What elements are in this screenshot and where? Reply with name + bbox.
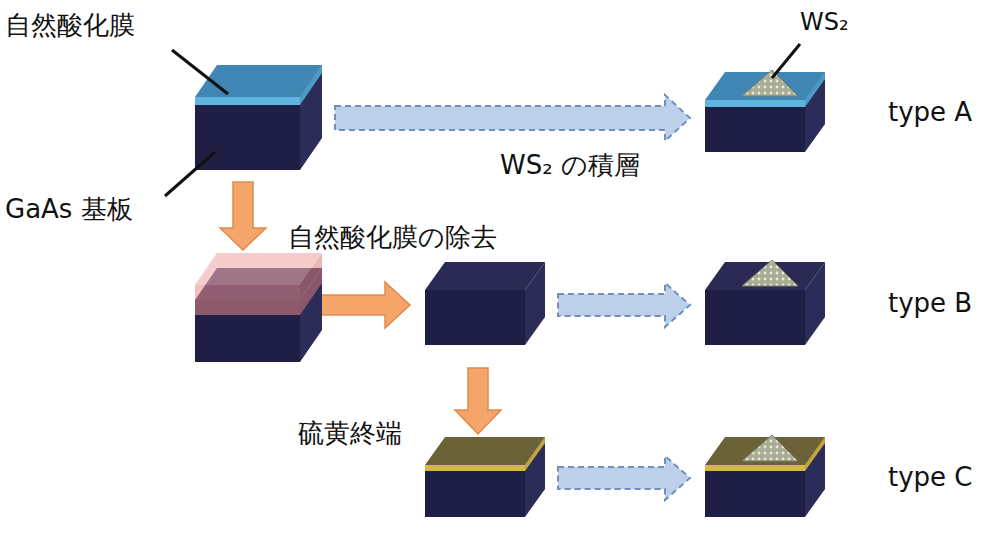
step-label: 硫黄終端 bbox=[298, 418, 402, 449]
substrate-front bbox=[705, 465, 805, 517]
leader-line bbox=[172, 50, 228, 94]
process-arrow bbox=[320, 282, 410, 328]
type-b-sample bbox=[705, 260, 825, 345]
substrate-front bbox=[195, 97, 300, 170]
substrate-front bbox=[425, 465, 525, 517]
sulfur-front bbox=[425, 465, 525, 471]
step-label: WS₂ の積層 bbox=[500, 150, 640, 181]
stacking-arrow bbox=[335, 95, 690, 141]
ws2-flake bbox=[742, 260, 798, 286]
oxide-side bbox=[300, 65, 322, 105]
sulfur-side bbox=[525, 437, 545, 471]
step-label: 自然酸化膜の除去 bbox=[288, 222, 497, 253]
etch-layer-top bbox=[195, 253, 322, 285]
layer-label: WS₂ bbox=[800, 8, 849, 37]
leader-line bbox=[772, 44, 800, 78]
stacking-arrow bbox=[558, 456, 690, 500]
substrate-front bbox=[705, 100, 805, 152]
ws2-flake bbox=[742, 70, 798, 96]
substrate-front bbox=[705, 290, 805, 345]
etch-layer-front bbox=[195, 285, 300, 315]
stacking-arrow bbox=[558, 283, 690, 327]
sulfur-front bbox=[705, 465, 805, 471]
substrate-top bbox=[425, 262, 545, 290]
leader-line bbox=[165, 44, 800, 196]
oxide-front bbox=[705, 100, 805, 107]
process-arrow bbox=[455, 368, 501, 434]
layer-label: 自然酸化膜 bbox=[5, 10, 135, 41]
oxide-front bbox=[195, 97, 300, 105]
oxide-top bbox=[195, 65, 322, 97]
bare-substrate bbox=[425, 262, 545, 345]
oxide-removal-sample bbox=[195, 253, 322, 362]
sulfur-side bbox=[805, 437, 825, 471]
ws2-flake bbox=[742, 435, 798, 461]
sample-type-label: type C bbox=[888, 462, 973, 493]
sulfur-top bbox=[425, 437, 545, 465]
leader-line bbox=[165, 152, 215, 196]
layer-label: GaAs 基板 bbox=[5, 194, 133, 225]
substrate-front bbox=[425, 290, 525, 345]
process-arrow bbox=[220, 182, 266, 250]
oxide-side bbox=[805, 72, 825, 107]
sample-type-label: type B bbox=[888, 288, 972, 319]
sulfur-terminated-sample bbox=[425, 437, 545, 517]
type-c-sample bbox=[705, 435, 825, 517]
type-a-sample bbox=[705, 70, 825, 152]
sample-type-label: type A bbox=[888, 97, 972, 128]
